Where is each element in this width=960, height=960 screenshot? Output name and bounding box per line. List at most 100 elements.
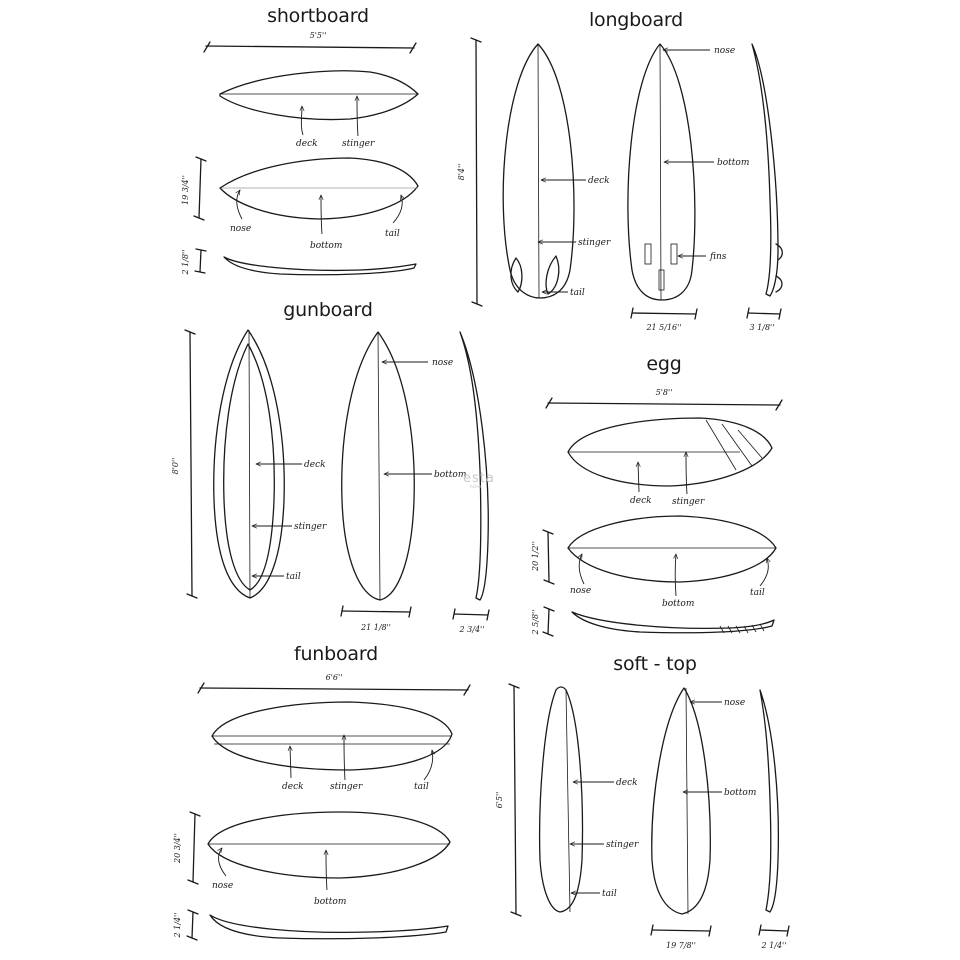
longboard-bottom-label: bottom <box>717 158 749 168</box>
longboard-width-dim: 21 5/16'' <box>630 307 698 332</box>
shortboard-deck-pointer: deck <box>296 106 318 149</box>
gunboard-width-dim: 21 1/8'' <box>340 605 412 632</box>
egg-bottom-label: bottom <box>662 599 694 609</box>
softtop-length-dim: 6'5'' <box>495 683 522 917</box>
funboard-tail-pointer: tail <box>414 750 433 792</box>
egg-deck-pointer: deck <box>630 462 652 506</box>
funboard-height-dim: 20 3/4'' <box>173 811 201 885</box>
egg-tail-pointer: tail <box>750 558 768 598</box>
funboard-title: funboard <box>294 643 378 665</box>
shortboard-deck-label: deck <box>296 139 318 149</box>
egg-deck-view <box>567 417 773 487</box>
watermark-sub: home <box>470 484 482 489</box>
funboard-bottom-view <box>207 811 451 879</box>
gunboard-nose-pointer: nose <box>382 358 453 368</box>
softtop-side-view <box>759 689 780 913</box>
funboard-deck-label: deck <box>282 782 304 792</box>
funboard-thickness-dim: 2 1/4'' <box>173 909 199 941</box>
softtop-width-dim: 19 7/8'' <box>650 924 712 950</box>
egg-deck-label: deck <box>630 496 652 506</box>
softtop-deck-pointer: deck <box>573 778 638 788</box>
shortboard-side-view <box>223 256 417 276</box>
softtop-tail-pointer: tail <box>571 889 617 899</box>
watermark-brand: esta <box>463 471 495 486</box>
softtop-title: soft - top <box>613 653 697 675</box>
longboard-length-label: 8'4'' <box>457 164 466 181</box>
shortboard-title: shortboard <box>267 5 369 27</box>
shortboard-length-label: 5'5'' <box>310 31 327 40</box>
longboard-deck-pointer: deck <box>541 176 610 186</box>
funboard-stinger-label: stinger <box>330 782 363 792</box>
longboard-fin-right <box>670 243 678 265</box>
egg-nose-label: nose <box>570 586 591 596</box>
gunboard-deck-label: deck <box>304 460 326 470</box>
funboard-deck-view <box>211 701 453 771</box>
softtop-nose-pointer: nose <box>690 698 745 708</box>
egg-length-label: 5'8'' <box>656 388 673 397</box>
shortboard-stinger-label: stinger <box>342 139 375 149</box>
egg-side-view <box>571 611 775 634</box>
egg-bottom-view <box>567 515 777 583</box>
gunboard-length-dim: 8'0'' <box>171 329 198 599</box>
section-egg: egg 5'8'' deck stinger 20 1/2'' <box>531 353 783 637</box>
softtop-thickness-label: 2 1/4'' <box>761 941 787 950</box>
longboard-thickness-label: 3 1/8'' <box>750 323 775 332</box>
egg-height-label: 20 1/2'' <box>531 541 540 572</box>
egg-height-dim: 20 1/2'' <box>531 529 555 585</box>
egg-thickness-dim: 2 5/8'' <box>531 606 555 637</box>
softtop-nose-label: nose <box>724 698 745 708</box>
shortboard-tail-label: tail <box>385 229 400 239</box>
funboard-tail-label: tail <box>414 782 429 792</box>
shortboard-nose-pointer: nose <box>230 190 251 234</box>
gunboard-title: gunboard <box>283 299 372 321</box>
longboard-tail-label: tail <box>570 288 585 298</box>
egg-title: egg <box>646 353 681 375</box>
gunboard-nose-label: nose <box>432 358 453 368</box>
egg-stinger-pointer: stinger <box>672 452 705 507</box>
watermark: esta home <box>463 471 495 489</box>
gunboard-stinger-label: stinger <box>294 522 327 532</box>
funboard-stinger-pointer: stinger <box>330 735 363 792</box>
gunboard-bottom-pointer: bottom <box>384 470 466 480</box>
longboard-tail-pointer: tail <box>542 288 585 298</box>
shortboard-height-dim: 19 3/4'' <box>181 156 207 221</box>
longboard-deck-view <box>502 43 575 299</box>
longboard-stinger-label: stinger <box>578 238 611 248</box>
egg-length-dim: 5'8'' <box>545 388 783 411</box>
funboard-side-view <box>209 914 449 940</box>
gunboard-thickness-dim: 2 3/4'' <box>452 608 490 634</box>
softtop-stinger-label: stinger <box>606 840 639 850</box>
longboard-nose-label: nose <box>714 46 735 56</box>
shortboard-bottom-pointer: bottom <box>310 195 342 251</box>
gunboard-bottom-label: bottom <box>434 470 466 480</box>
egg-stinger-label: stinger <box>672 497 705 507</box>
longboard-bottom-pointer: bottom <box>664 158 749 168</box>
shortboard-bottom-view <box>219 157 419 220</box>
funboard-nose-pointer: nose <box>212 848 233 891</box>
funboard-deck-pointer: deck <box>282 746 304 792</box>
longboard-stinger-pointer: stinger <box>538 238 611 248</box>
longboard-side-view <box>751 43 783 297</box>
longboard-fins-label: fins <box>709 252 727 262</box>
gunboard-thickness-label: 2 3/4'' <box>459 625 485 634</box>
longboard-thickness-dim: 3 1/8'' <box>746 307 782 332</box>
shortboard-stinger-pointer: stinger <box>342 96 375 149</box>
softtop-deck-view <box>538 686 584 913</box>
gunboard-length-label: 8'0'' <box>171 458 180 475</box>
shortboard-thickness-label: 2 1/8'' <box>181 250 190 276</box>
funboard-thickness-label: 2 1/4'' <box>173 913 182 939</box>
softtop-stinger-pointer: stinger <box>570 840 639 850</box>
softtop-bottom-view <box>651 687 711 915</box>
egg-thickness-label: 2 5/8'' <box>531 610 540 636</box>
gunboard-deck-view <box>213 329 285 599</box>
softtop-deck-label: deck <box>616 778 638 788</box>
gunboard-side-view <box>459 331 489 601</box>
softtop-tail-label: tail <box>602 889 617 899</box>
egg-nose-pointer: nose <box>570 554 591 596</box>
gunboard-tail-label: tail <box>286 572 301 582</box>
shortboard-length-dim: 5'5'' <box>203 31 417 54</box>
softtop-length-label: 6'5'' <box>495 792 504 809</box>
funboard-bottom-pointer: bottom <box>314 850 346 907</box>
shortboard-deck-view <box>219 70 419 121</box>
